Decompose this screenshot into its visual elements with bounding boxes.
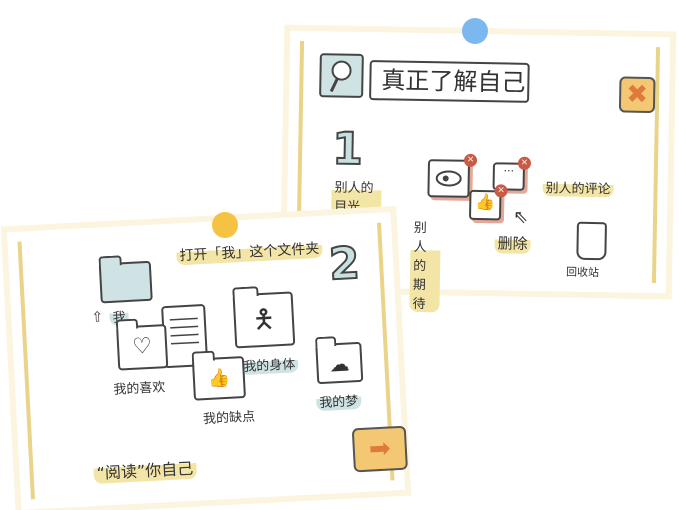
cloud-icon[interactable]: ☁ xyxy=(315,341,364,385)
person-icon[interactable]: 🯅 xyxy=(232,291,296,349)
eye-icon xyxy=(427,159,471,198)
step-number: 2 xyxy=(327,237,362,292)
card-understand-yourself: 真正了解自己 ✖ 1 别人的目光 × ··· × 👍 × 别人的评论 ⇖ 删除 … xyxy=(285,30,671,313)
card-title: 真正了解自己 xyxy=(369,60,530,103)
folder-icon xyxy=(98,260,153,304)
step-number: 1 xyxy=(331,122,365,176)
close-button[interactable]: ✖ xyxy=(618,76,656,114)
label-comment: 别人的评论 xyxy=(542,177,614,198)
folder-dream-label: 我的梦 xyxy=(315,389,362,412)
folder-body-label: 我的身体 xyxy=(239,353,299,376)
next-button[interactable]: ➡ xyxy=(351,425,408,473)
card-open-me-folder: ⇧ 我 打开「我」这个文件夹 2 ♡ 我的喜欢 🯅 我的身体 👍 我的缺点 ☁ … xyxy=(6,212,408,510)
label-gaze: 别人的目光 xyxy=(331,176,382,216)
thumbs-up-icon[interactable]: 👍 xyxy=(191,356,246,401)
label-trash: 回收站 xyxy=(565,265,600,280)
arrow-right-icon: ➡ xyxy=(368,433,392,465)
label-delete: 删除 xyxy=(494,232,531,254)
cursor-icon: ⇖ xyxy=(512,206,529,228)
label-expect: 别人的期待 xyxy=(409,216,442,313)
pin-yellow-icon xyxy=(212,212,238,238)
folder-like-label: 我的喜欢 xyxy=(113,380,166,398)
heart-icon[interactable]: ♡ xyxy=(116,324,169,371)
arrow-up-icon: ⇧ xyxy=(91,309,104,326)
search-icon xyxy=(319,53,364,98)
trash-bin-icon xyxy=(576,221,607,261)
document-icon xyxy=(161,303,209,369)
close-icon: ✖ xyxy=(626,79,649,110)
pin-blue-icon xyxy=(462,18,488,44)
folder-flaw-label: 我的缺点 xyxy=(202,409,256,428)
